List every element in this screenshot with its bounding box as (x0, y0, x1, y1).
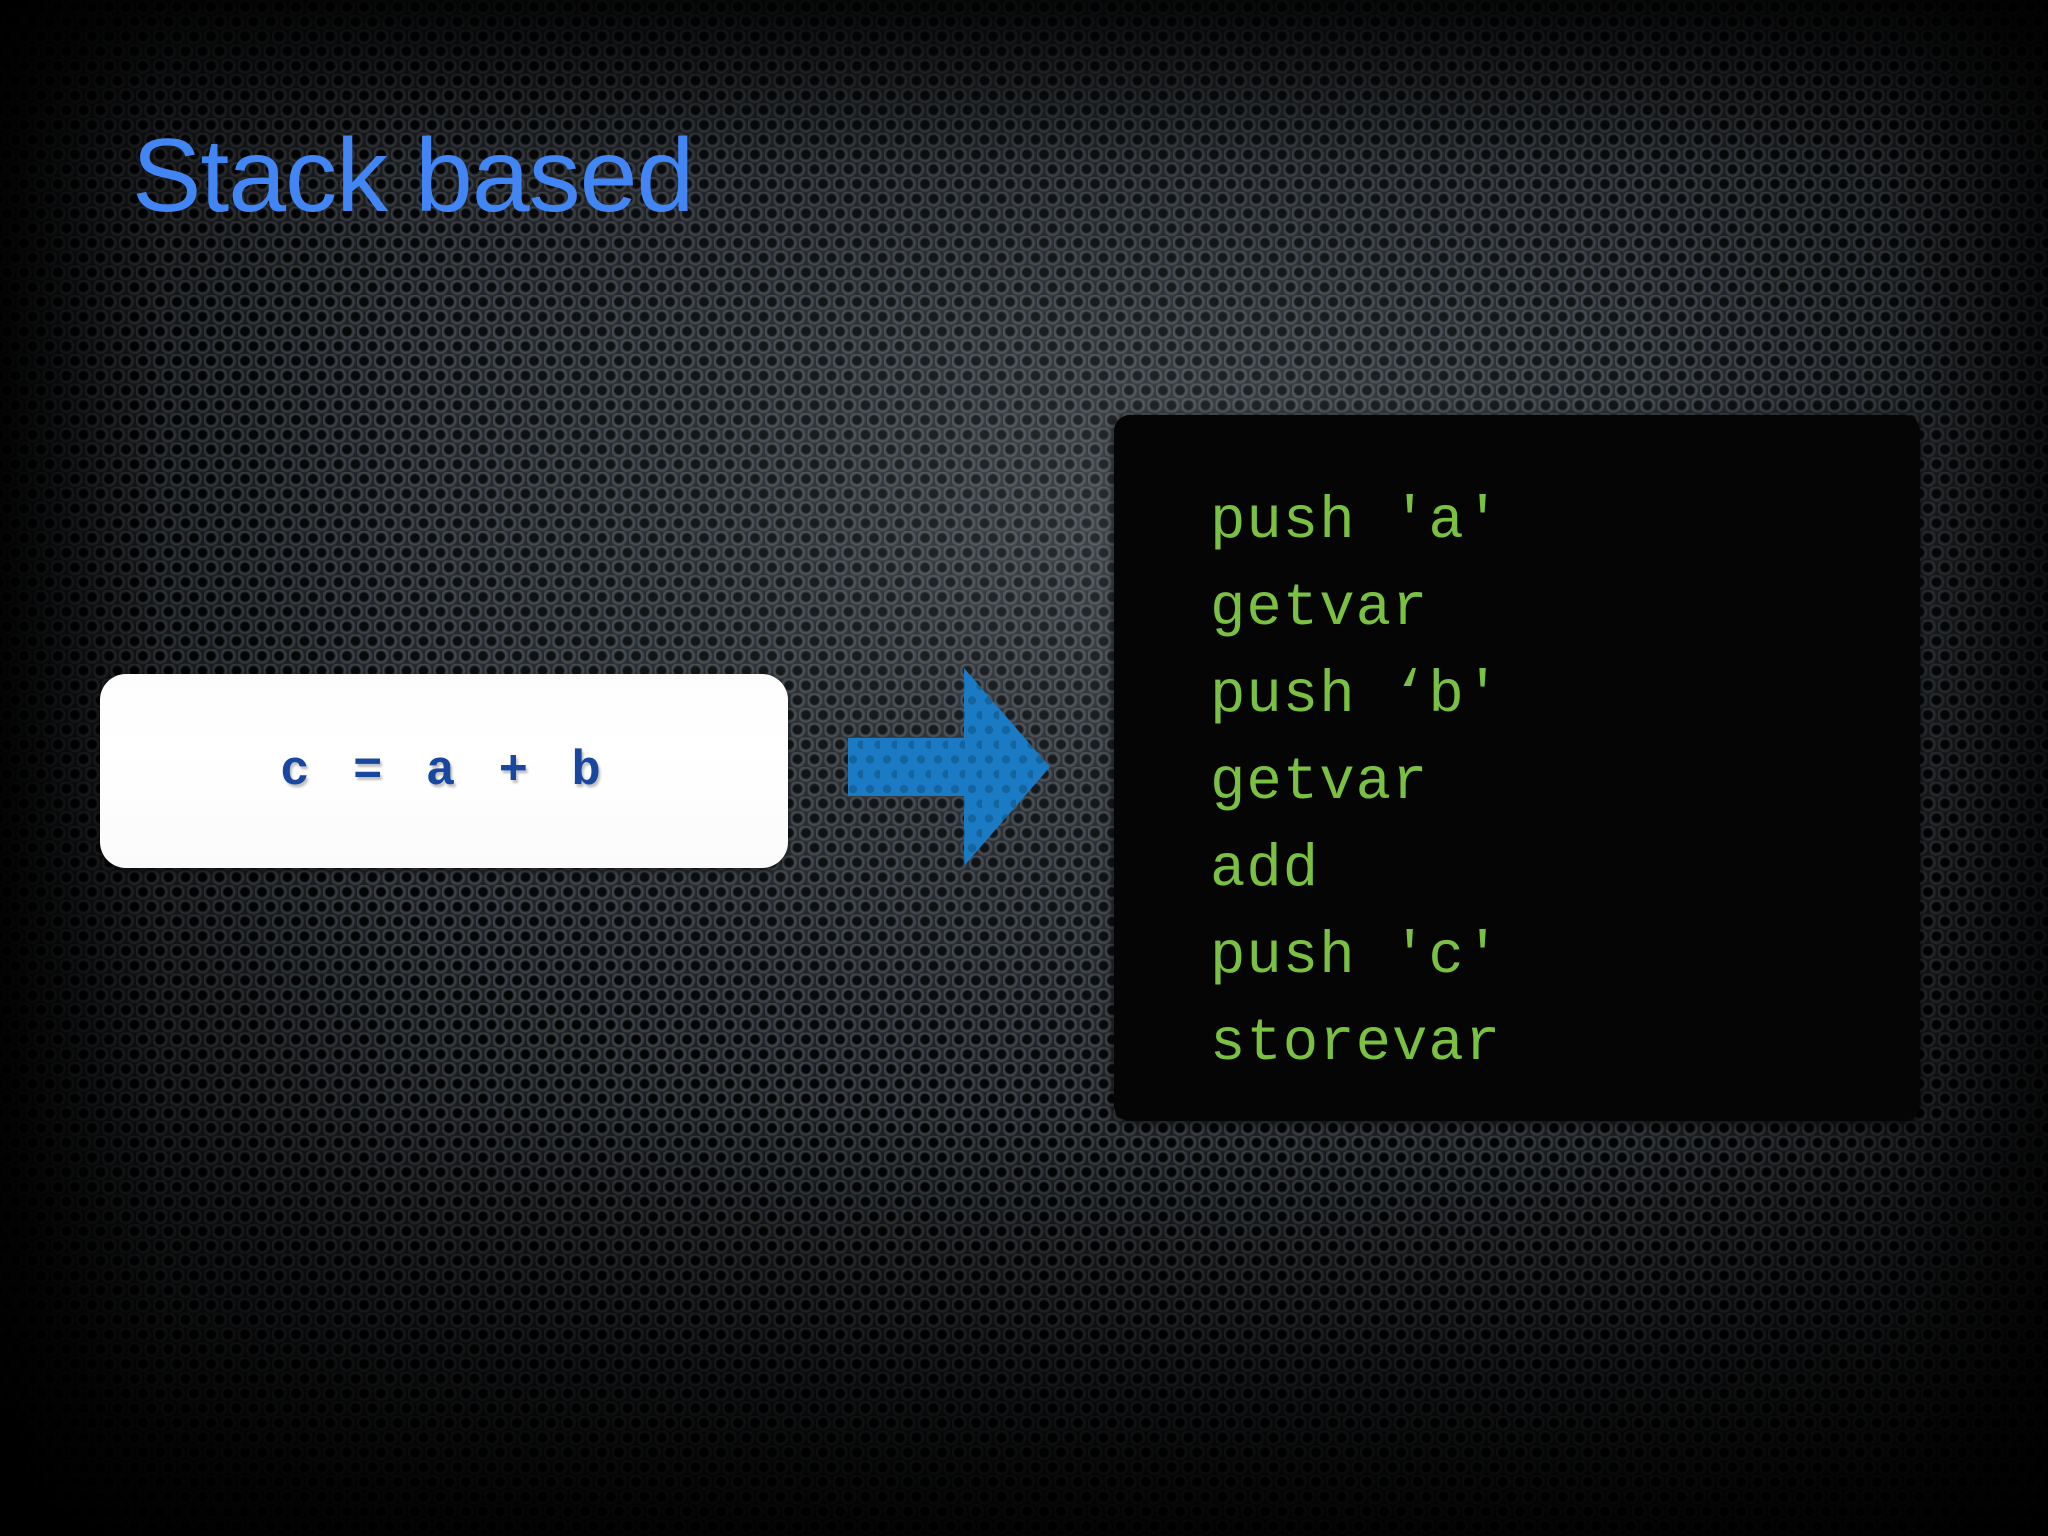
right-arrow-svg (848, 668, 1050, 866)
slide-title: Stack based (132, 118, 694, 234)
bytecode-line: storevar (1210, 1010, 1502, 1077)
bytecode-line: getvar (1210, 575, 1429, 642)
source-code-expression: c = a + b (280, 743, 608, 799)
arrow-shape (848, 668, 1050, 866)
bytecode-line: push ‘b' (1210, 662, 1502, 729)
bytecode-line: push 'c' (1210, 923, 1502, 990)
bytecode-line: push 'a' (1210, 488, 1502, 555)
bytecode-line: add (1210, 836, 1320, 903)
right-arrow-icon (846, 664, 1052, 870)
bytecode-line: getvar (1210, 749, 1429, 816)
bytecode-line-list: push 'a' getvar push ‘b' getvar add push… (1210, 478, 1501, 1087)
source-code-card: c = a + b (100, 674, 788, 868)
bytecode-card: push 'a' getvar push ‘b' getvar add push… (1114, 415, 1920, 1121)
